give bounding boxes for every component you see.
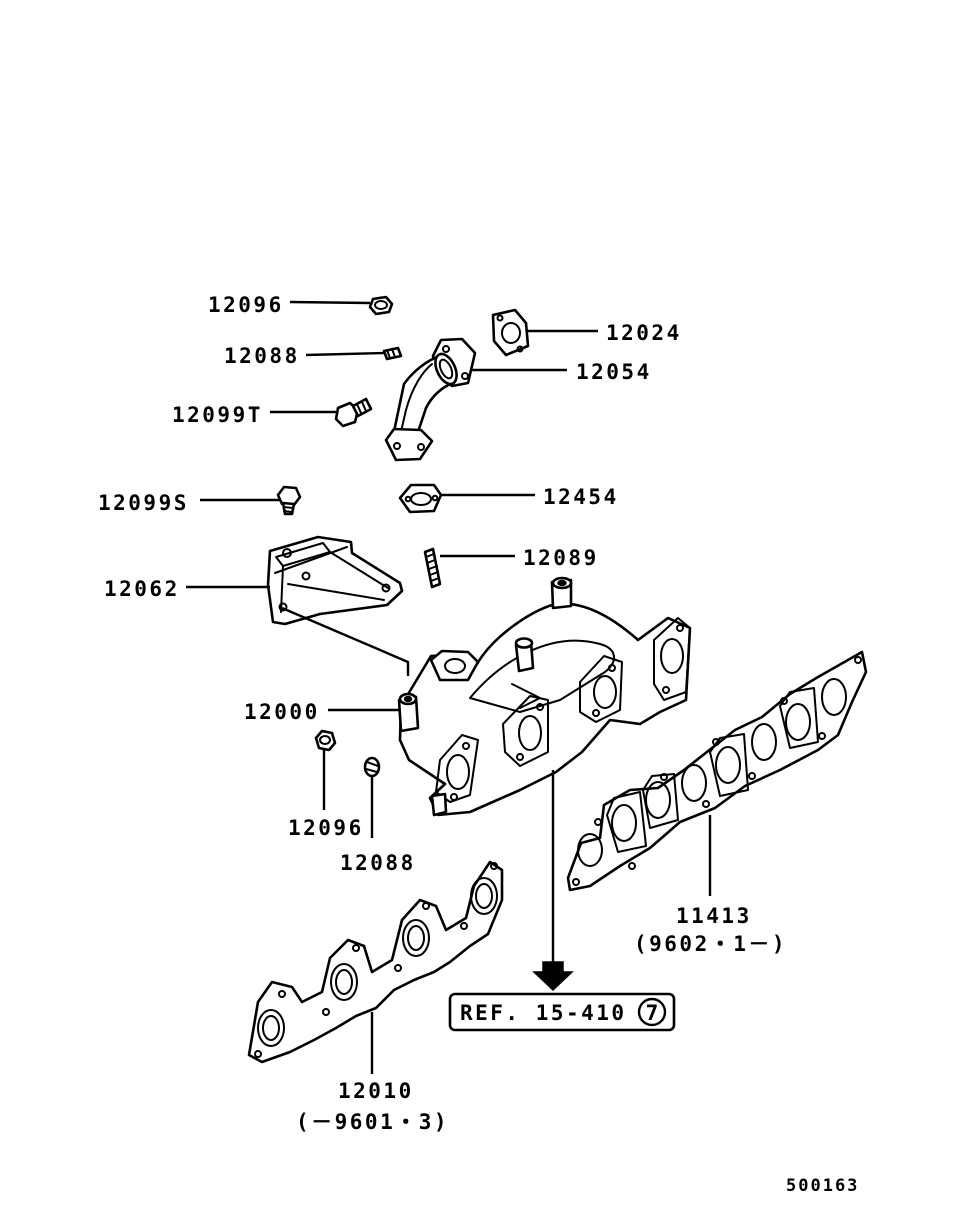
label-12054: 12054 bbox=[576, 360, 652, 384]
leader-lines bbox=[186, 300, 712, 1074]
label-12000: 12000 bbox=[244, 700, 320, 724]
label-12062: 12062 bbox=[104, 577, 180, 601]
label-12096-lower: 12096 bbox=[288, 816, 364, 840]
stud-12089[interactable] bbox=[423, 547, 442, 589]
diagram-id: 500163 bbox=[786, 1176, 859, 1196]
reference-circled-number: 7 bbox=[646, 1001, 659, 1025]
label-12099T: 12099T bbox=[172, 403, 263, 427]
gasket-12454[interactable] bbox=[398, 483, 443, 514]
bolt-12099T[interactable] bbox=[334, 397, 373, 428]
label-12088-lower: 12088 bbox=[340, 851, 416, 875]
pipe-12054[interactable] bbox=[384, 337, 477, 462]
reference-text: REF. 15-410 bbox=[460, 1001, 627, 1025]
exhaust-manifold-12000[interactable] bbox=[397, 576, 692, 817]
label-11413: 11413 bbox=[676, 904, 752, 928]
bolt-12099S[interactable] bbox=[276, 485, 302, 516]
label-11413-range: (9602・1－) bbox=[634, 932, 787, 956]
label-12024: 12024 bbox=[606, 321, 682, 345]
nut-12096-top[interactable] bbox=[368, 295, 394, 316]
bracket-12062[interactable] bbox=[266, 535, 404, 626]
label-12099S: 12099S bbox=[98, 491, 189, 515]
label-12088-top: 12088 bbox=[224, 344, 300, 368]
washer-12088-lower[interactable] bbox=[363, 756, 381, 778]
washer-12088-top[interactable] bbox=[382, 346, 403, 361]
label-12089: 12089 bbox=[523, 546, 599, 570]
part-labels: 12096 12088 12099T 12024 12054 12099S 12… bbox=[98, 293, 859, 1196]
label-12096-top: 12096 bbox=[208, 293, 284, 317]
label-12010: 12010 bbox=[338, 1079, 414, 1103]
reference-box[interactable]: REF. 15-410 7 bbox=[448, 992, 676, 1032]
gasket-12024[interactable] bbox=[491, 308, 530, 357]
label-12454: 12454 bbox=[543, 485, 619, 509]
gasket-11413[interactable] bbox=[566, 650, 868, 892]
gasket-12010[interactable] bbox=[247, 860, 504, 1064]
nut-12096-lower[interactable] bbox=[314, 729, 337, 752]
label-12010-range: (－9601・3) bbox=[296, 1110, 449, 1134]
